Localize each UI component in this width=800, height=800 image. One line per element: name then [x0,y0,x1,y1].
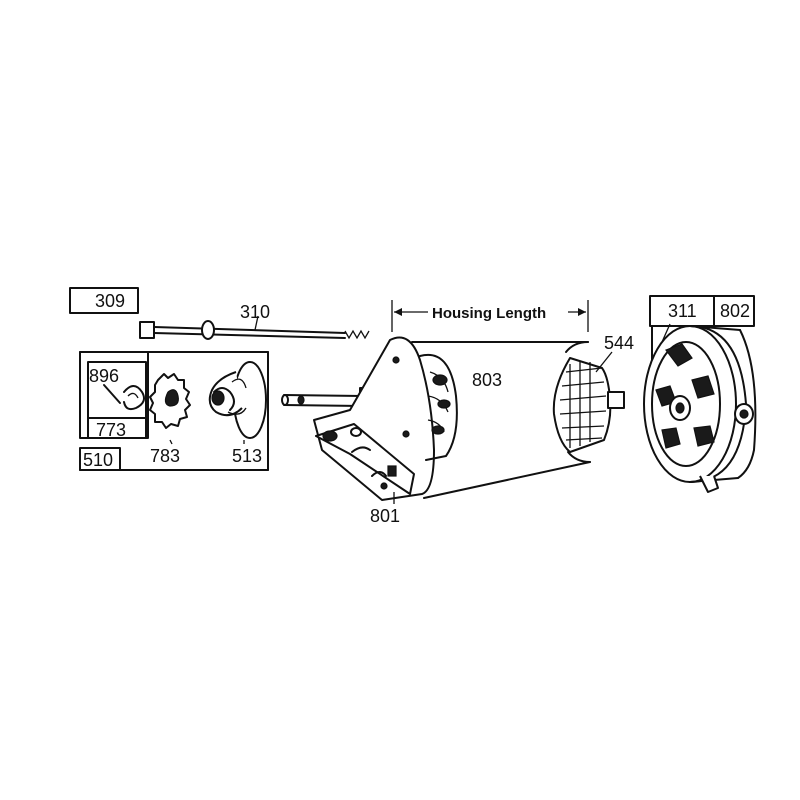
part-310-through-bolt: 310 [139,302,370,340]
part-544-commutator: 544 [552,333,634,453]
label-513: 513 [232,446,262,466]
label-544: 544 [604,333,634,353]
part-802-commutator-end-cap: 311 802 [643,295,757,493]
part-510-drive-kit-box: 510 773 896 [79,351,269,471]
housing-length-label: Housing Length [432,305,546,322]
part-309-box: 309 [69,287,139,314]
part-513-drive-clutch: 513 [208,361,267,466]
label-801: 801 [370,506,400,526]
part-783-pinion-gear: 783 [149,373,191,466]
label-803: 803 [472,370,502,390]
label-310: 310 [240,302,270,322]
part-803-motor-housing: 803 [411,341,591,499]
label-510: 510 [83,450,113,470]
label-311: 311 [668,301,697,321]
housing-length-dimension: Housing Length [391,300,589,332]
label-802: 802 [720,301,750,321]
label-896: 896 [89,366,119,386]
label-773: 773 [96,420,126,440]
label-309: 309 [95,291,125,311]
label-783: 783 [150,446,180,466]
part-801-drive-end-cap: 801 [313,336,458,526]
